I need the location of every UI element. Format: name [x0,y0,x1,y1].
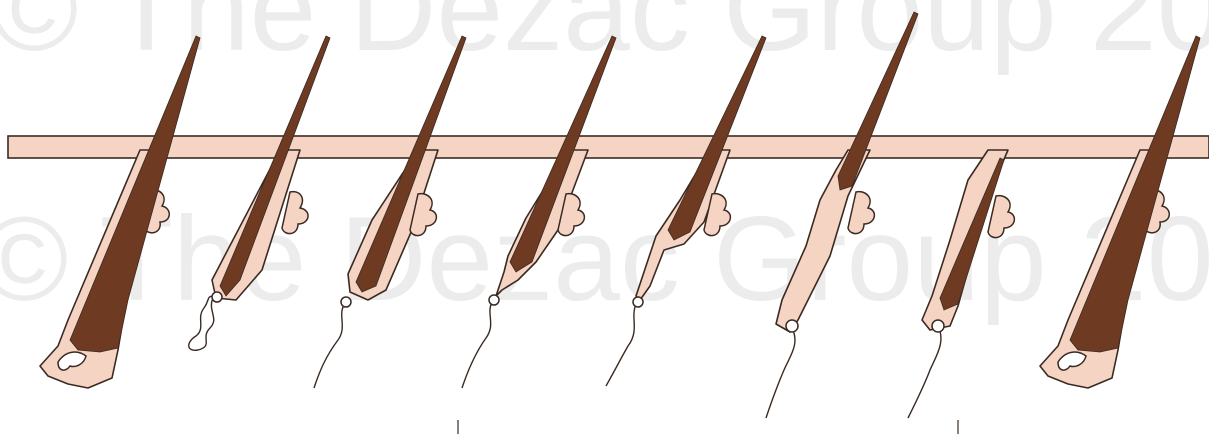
dermal-papilla [633,297,643,307]
dermal-papilla [786,320,798,332]
dermal-papilla [489,295,499,305]
dermal-papilla [212,292,222,302]
watermark-middle: © The Dezac Group 2009 [0,192,1209,326]
skin-surface [8,136,1209,158]
dermal-papilla [932,320,944,332]
connective-strand [908,326,941,418]
connective-strand [766,328,795,418]
dermal-papilla [341,297,351,307]
